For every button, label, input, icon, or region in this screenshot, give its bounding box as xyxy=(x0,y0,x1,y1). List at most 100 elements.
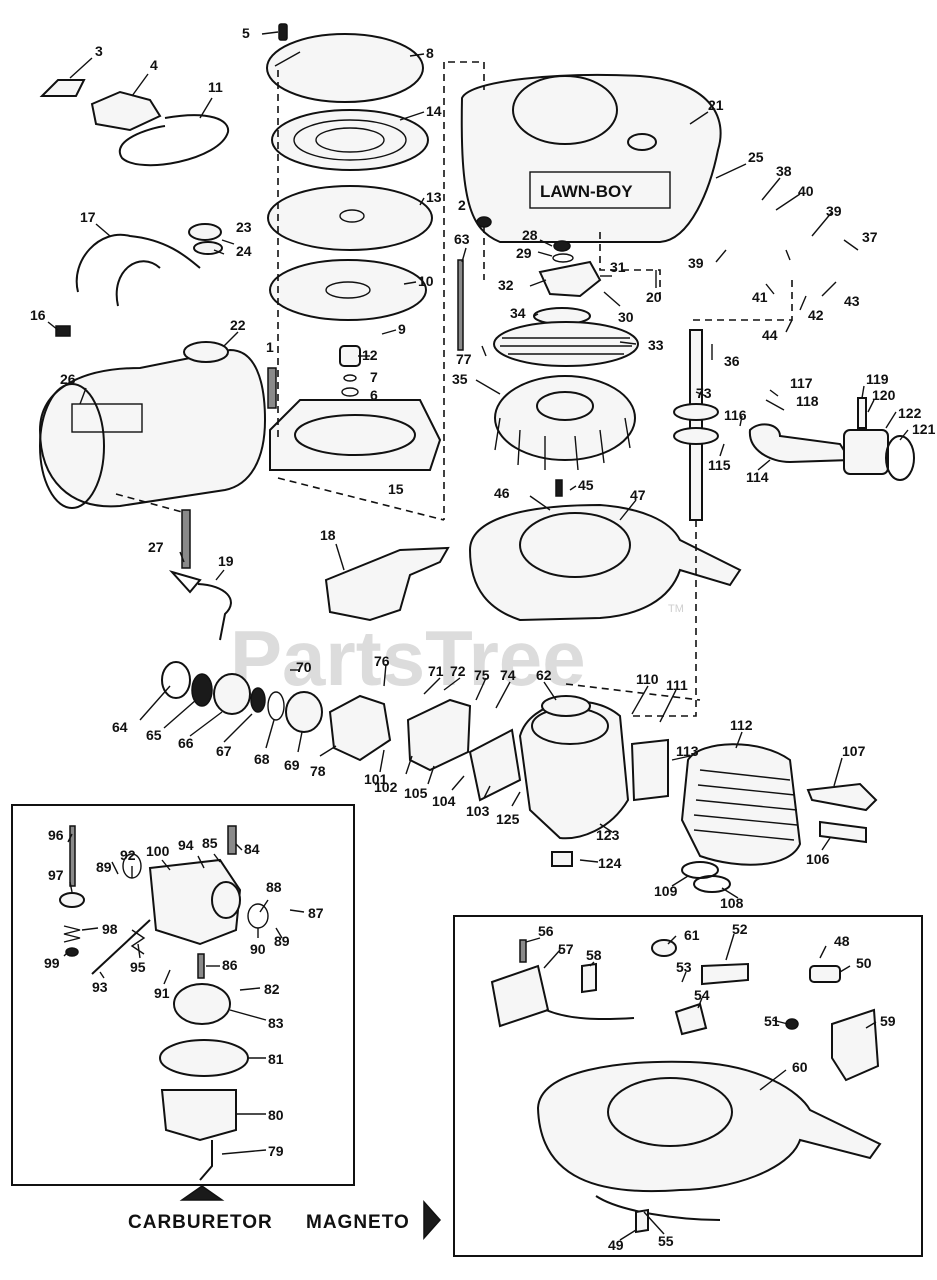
callout-67: 67 xyxy=(216,743,232,759)
part-124-nut xyxy=(551,851,573,867)
magneto-inset-artwork xyxy=(490,939,882,1234)
callout-117: 117 xyxy=(790,375,813,391)
callout-84: 84 xyxy=(244,841,260,857)
part-35-flywheel xyxy=(494,375,636,461)
callout-78: 78 xyxy=(310,763,326,779)
part-119-pin xyxy=(857,397,867,429)
callout-85: 85 xyxy=(202,835,218,851)
callout-55: 55 xyxy=(658,1233,674,1249)
callout-27: 27 xyxy=(148,539,164,555)
callout-57: 57 xyxy=(558,941,574,957)
callout-39: 39 xyxy=(688,255,704,271)
part-67-screen xyxy=(250,687,266,713)
callout-32: 32 xyxy=(498,277,514,293)
part-64-ring xyxy=(161,661,191,699)
callout-93: 93 xyxy=(92,979,108,995)
callout-33: 33 xyxy=(648,337,664,353)
part-122-piston xyxy=(843,429,889,475)
callout-89: 89 xyxy=(96,859,112,875)
callout-37: 37 xyxy=(862,229,878,245)
callout-73: 73 xyxy=(696,385,712,401)
watermark-trademark: TM xyxy=(668,603,684,615)
part-1-bolt xyxy=(267,367,277,409)
callout-120: 120 xyxy=(872,387,896,403)
magneto-arrow-icon xyxy=(423,1200,442,1240)
carburetor-arrow-icon xyxy=(179,1185,225,1201)
callout-62: 62 xyxy=(536,667,552,683)
callout-44: 44 xyxy=(762,327,778,343)
part-100-body xyxy=(148,858,242,946)
callout-9: 9 xyxy=(398,321,406,337)
callout-16: 16 xyxy=(30,307,46,323)
callout-94: 94 xyxy=(178,837,194,853)
callout-121: 121 xyxy=(912,421,936,437)
callout-100: 100 xyxy=(146,843,170,859)
callout-31: 31 xyxy=(610,259,626,275)
callout-61: 61 xyxy=(684,927,700,943)
callout-48: 48 xyxy=(834,933,850,949)
callout-66: 66 xyxy=(178,735,194,751)
part-13-pulley xyxy=(267,185,433,251)
callout-58: 58 xyxy=(586,947,602,963)
part-4-handle xyxy=(90,90,162,132)
part-90-gasket xyxy=(247,903,269,929)
part-50-condenser xyxy=(809,965,841,983)
part-22-filler-neck xyxy=(183,341,229,363)
callout-leaders xyxy=(47,31,909,1241)
callout-92: 92 xyxy=(120,847,136,863)
part-29-washer xyxy=(552,253,574,263)
callout-34: 34 xyxy=(510,305,526,321)
part-114-connecting-rod xyxy=(748,423,852,464)
part-16-clip xyxy=(55,325,71,337)
callout-86: 86 xyxy=(222,957,238,973)
callout-15: 15 xyxy=(388,481,404,497)
carburetor-inset-box xyxy=(11,804,355,1186)
callout-17: 17 xyxy=(80,209,96,225)
callout-110: 110 xyxy=(636,671,659,687)
callout-70: 70 xyxy=(296,659,312,675)
part-78-carburetor xyxy=(328,694,392,762)
callout-90: 90 xyxy=(250,941,266,957)
callout-4: 4 xyxy=(150,57,158,73)
callout-83: 83 xyxy=(268,1015,284,1031)
callout-49: 49 xyxy=(608,1237,624,1253)
callout-22: 22 xyxy=(230,317,246,333)
callout-43: 43 xyxy=(844,293,860,309)
callout-81: 81 xyxy=(268,1051,284,1067)
part-96-needle xyxy=(69,825,76,887)
callout-29: 29 xyxy=(516,245,532,261)
callout-65: 65 xyxy=(146,727,162,743)
part-86-jet xyxy=(197,953,205,979)
callout-68: 68 xyxy=(254,751,270,767)
callout-105: 105 xyxy=(404,785,428,801)
callout-39: 39 xyxy=(826,203,842,219)
part-84-plunger xyxy=(227,825,237,855)
part-73-crankshaft xyxy=(689,329,703,521)
part-81-gasket xyxy=(159,1039,249,1077)
part-69-adapter xyxy=(285,691,323,733)
part-113-gasket xyxy=(630,738,669,802)
part-61-cam xyxy=(651,939,677,957)
callout-26: 26 xyxy=(60,371,76,387)
part-7-spring xyxy=(343,374,357,382)
part-57-coil xyxy=(490,964,550,1028)
part-2-nut xyxy=(476,216,492,228)
callout-6: 6 xyxy=(370,387,378,403)
callout-64: 64 xyxy=(112,719,128,735)
callout-23: 23 xyxy=(236,219,252,235)
callout-40: 40 xyxy=(798,183,814,199)
callout-80: 80 xyxy=(268,1107,284,1123)
part-68-gasket xyxy=(267,691,285,721)
part-45-screw xyxy=(555,479,563,497)
part-102-reed-block xyxy=(406,698,472,772)
callout-118: 118 xyxy=(796,393,819,409)
part-11-cord xyxy=(118,114,230,167)
callout-63: 63 xyxy=(454,231,470,247)
part-80-bowl xyxy=(160,1089,237,1142)
part-62-gasket xyxy=(541,695,591,717)
part-55-lead xyxy=(595,1195,721,1221)
callout-88: 88 xyxy=(266,879,282,895)
part-33-screen xyxy=(493,321,639,367)
callout-28: 28 xyxy=(522,227,538,243)
